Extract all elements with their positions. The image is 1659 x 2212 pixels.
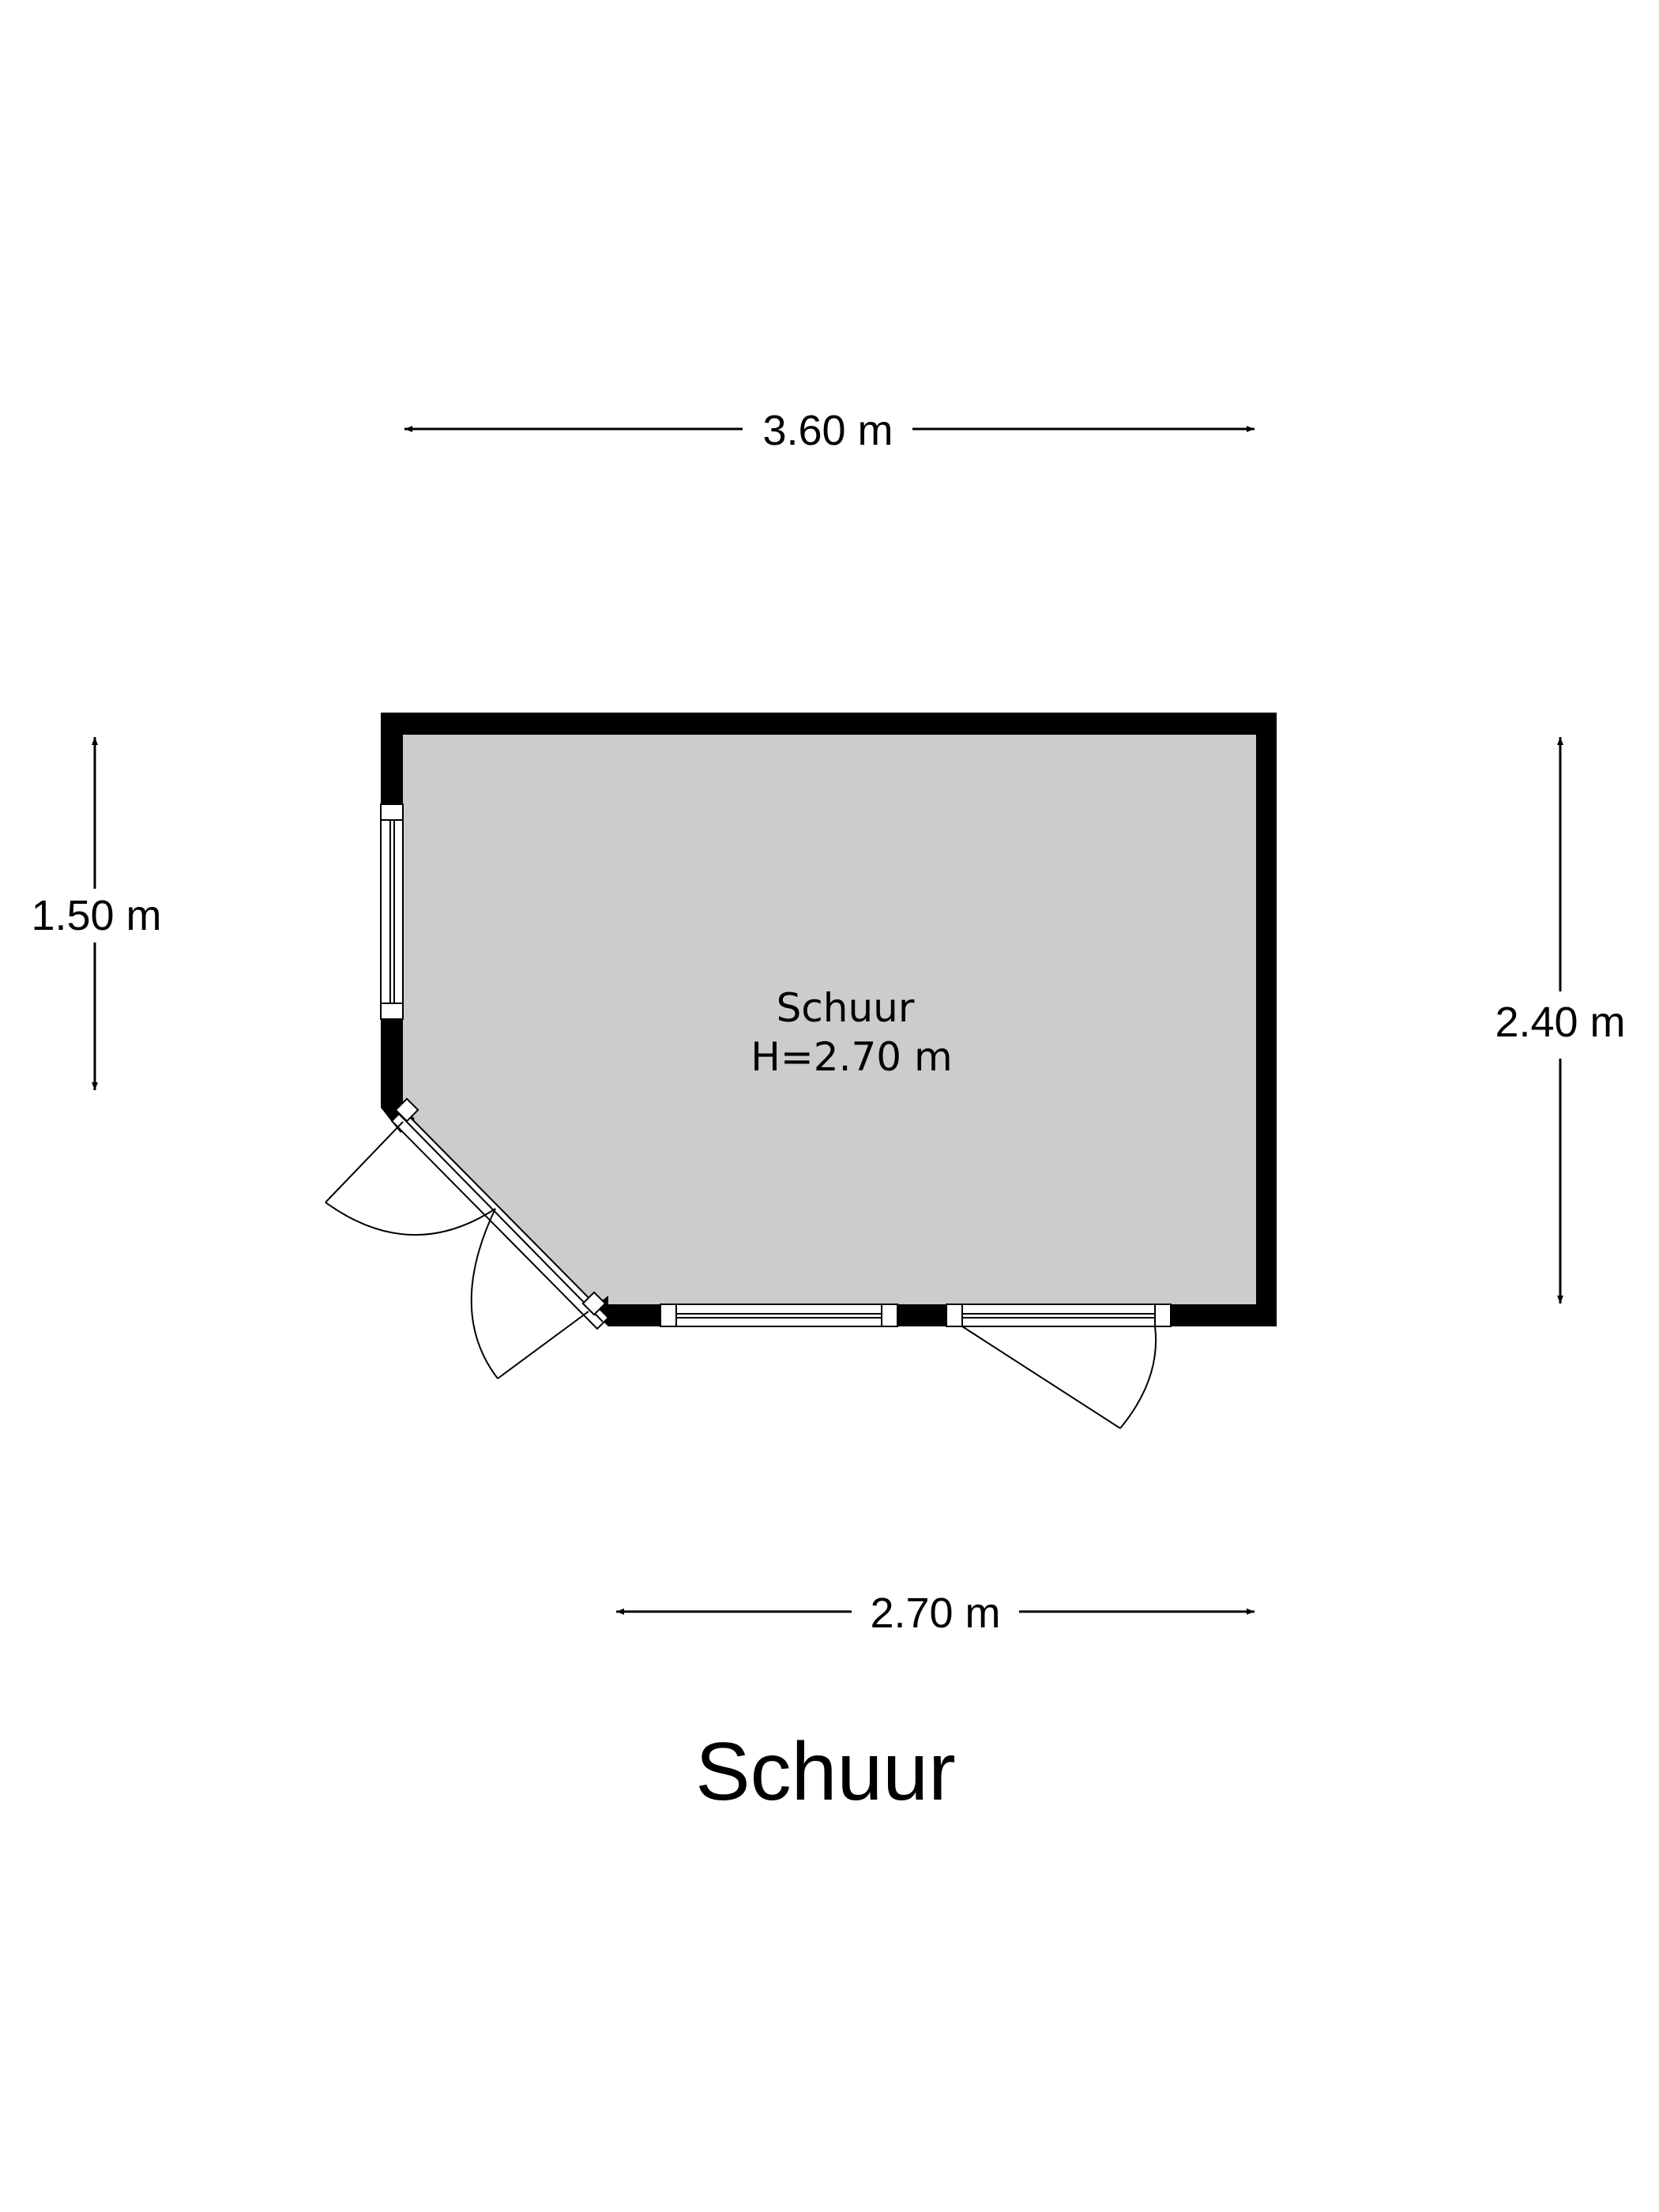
- window-left: [380, 803, 404, 1020]
- dimension-top: 3.60 m: [404, 407, 1255, 454]
- dimension-right-label: 2.40 m: [1495, 999, 1625, 1046]
- door-bottom: [946, 1304, 1172, 1429]
- door-diagonal: [325, 1097, 610, 1379]
- room-height: H=2.70 m: [750, 1034, 952, 1080]
- room-name: Schuur: [777, 985, 915, 1031]
- wall-bottom-right: [1171, 1304, 1277, 1326]
- dimension-bottom-label: 2.70 m: [870, 1589, 1000, 1637]
- wall-left-lower: [381, 1019, 403, 1108]
- wall-right: [1256, 713, 1277, 1326]
- wall-bottom-middle: [897, 1304, 946, 1326]
- dimension-right: 2.40 m: [1495, 737, 1626, 1304]
- dimension-left-label: 1.50 m: [31, 892, 161, 939]
- dimension-left: 1.50 m: [31, 737, 162, 1090]
- room-floor: [403, 735, 1256, 1318]
- wall-bottom-left: [608, 1304, 660, 1326]
- wall-top: [381, 713, 1277, 735]
- dimension-bottom: 2.70 m: [616, 1589, 1255, 1637]
- dimension-top-label: 3.60 m: [762, 407, 893, 454]
- plan-title: Schuur: [695, 1726, 956, 1818]
- wall-left-upper: [381, 713, 403, 804]
- window-bottom: [660, 1304, 898, 1327]
